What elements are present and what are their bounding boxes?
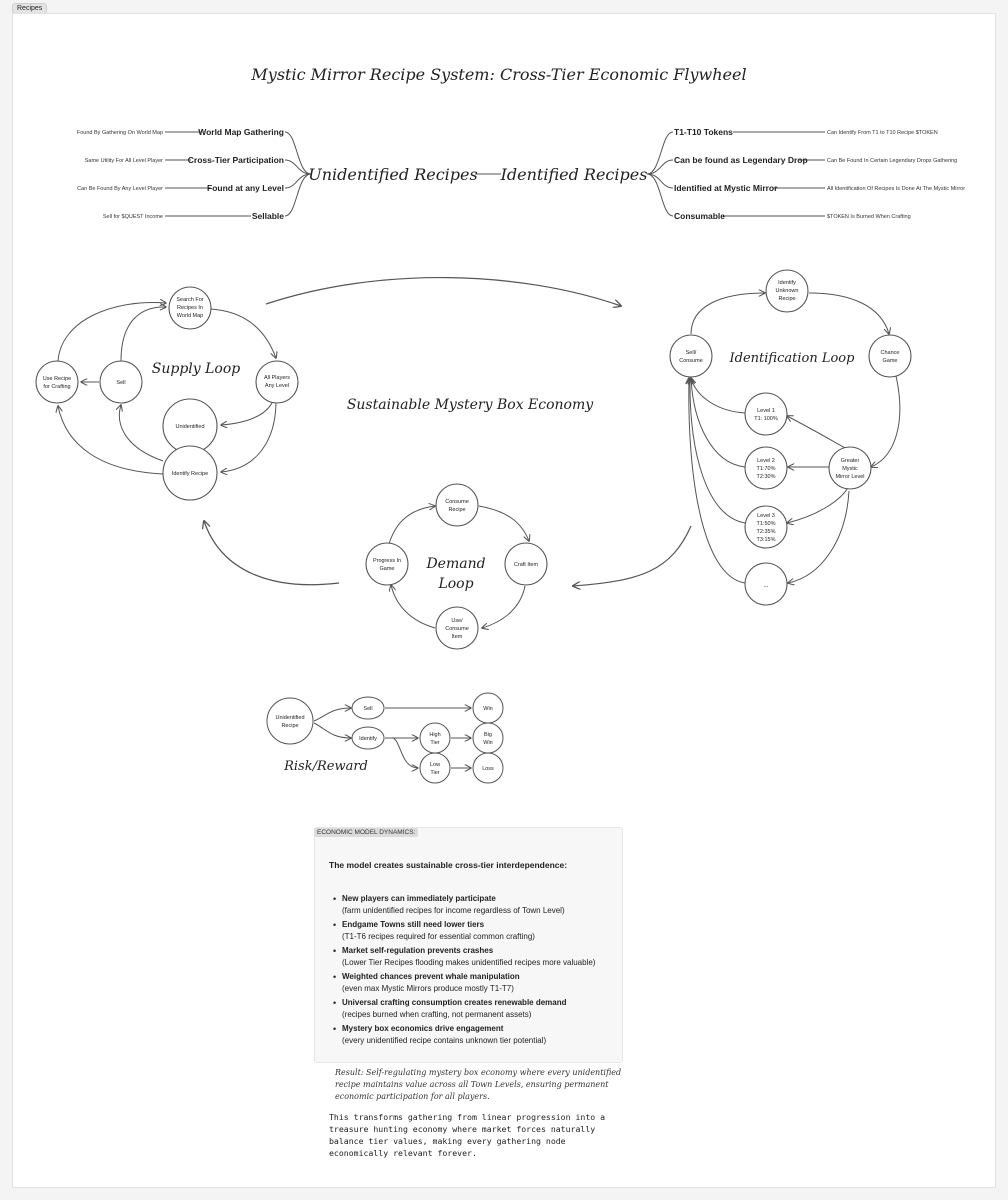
supply-unidentified-node: Unidentified	[175, 424, 204, 430]
list-item-heading: Market self-regulation prevents crashes	[342, 946, 494, 955]
identification-loop-label: Identification Loop	[729, 351, 856, 366]
center-economy-label: Sustainable Mystery Box Economy	[347, 397, 594, 413]
unidentified-recipes-label: Unidentified Recipes	[308, 165, 477, 184]
list-item: Universal crafting consumption creates r…	[333, 997, 623, 1023]
list-item: Mystery box economics drive engagement (e…	[333, 1023, 623, 1049]
economic-dynamics-list: New players can immediately participate (…	[333, 893, 623, 1049]
id-heading-0: T1-T10 Tokens	[674, 127, 733, 137]
list-item-heading: New players can immediately participate	[342, 894, 496, 903]
list-item-detail: (every unidentified recipe contains unkn…	[342, 1036, 547, 1045]
risk-sell-node: Sell	[363, 706, 372, 712]
result-note: Result: Self-regulating mystery box econ…	[335, 1068, 622, 1101]
unid-note-1: Same Utility For All Level Player	[85, 158, 163, 164]
list-item: Endgame Towns still need lower tiers (T1-…	[333, 919, 623, 945]
unid-heading-1: Cross-Tier Participation	[188, 155, 284, 165]
id-heading-1: Can be found as Legendary Drop	[674, 155, 808, 165]
demand-loop-label-word1: Demand	[425, 556, 485, 572]
supply-identify-node: Identify Recipe	[172, 471, 208, 477]
id-note-2: All Identification Of Recipes Is Done At…	[827, 186, 965, 192]
list-item-heading: Universal crafting consumption creates r…	[342, 998, 567, 1007]
unid-note-3: Sell for $QUEST Income	[103, 214, 163, 220]
risk-win-node: Win	[483, 706, 492, 712]
flywheel-diagram: Mystic Mirror Recipe System: Cross-Tier …	[35, 65, 965, 784]
unid-heading-3: Sellable	[252, 211, 284, 221]
unid-note-2: Can Be Found By Any Level Player	[77, 186, 163, 192]
list-item: New players can immediately participate (…	[333, 893, 623, 919]
economic-dynamics-tag: ECONOMIC MODEL DYNAMICS:	[314, 828, 419, 837]
supply-sell-node: Sell	[116, 380, 125, 386]
arrow-identification-to-demand	[573, 525, 692, 586]
identified-recipes-label: Identified Recipes	[500, 165, 648, 184]
unid-heading-2: Found at any Level	[207, 183, 284, 193]
arrow-supply-to-identification	[265, 277, 621, 306]
list-item-detail: (farm unidentified recipes for income re…	[342, 906, 565, 915]
arrow-demand-to-supply	[204, 521, 340, 586]
unid-heading-0: World Map Gathering	[198, 127, 284, 137]
list-item-detail: (Lower Tier Recipes flooding makes unide…	[342, 958, 596, 967]
risk-identify-node: Identify	[359, 736, 377, 742]
list-item-detail: (even max Mystic Mirrors produce mostly …	[342, 984, 514, 993]
economic-dynamics-intro: The model creates sustainable cross-tier…	[329, 860, 568, 870]
id-note-3: $TOKEN Is Burned When Crafting	[827, 214, 911, 220]
list-item-heading: Mystery box economics drive engagement	[342, 1024, 504, 1033]
list-item: Market self-regulation prevents crashes (…	[333, 945, 623, 971]
list-item-heading: Weighted chances prevent whale manipulat…	[342, 972, 520, 981]
id-note-1: Can Be Found In Certain Legendary Drops …	[827, 158, 957, 164]
list-item: Weighted chances prevent whale manipulat…	[333, 971, 623, 997]
unid-note-0: Found By Gathering On World Map	[77, 130, 163, 136]
id-heading-2: Identified at Mystic Mirror	[674, 183, 778, 193]
closing-paragraph: This transforms gathering from linear pr…	[329, 1112, 610, 1158]
demand-loop-label-word2: Loop	[437, 576, 473, 592]
list-item-detail: (T1-T6 recipes required for essential co…	[342, 932, 535, 941]
diagram-title: Mystic Mirror Recipe System: Cross-Tier …	[250, 65, 746, 84]
recipe-mindmap	[165, 131, 825, 217]
list-item-detail: (recipes burned when crafting, not perma…	[342, 1010, 532, 1019]
demand-craft-node: Craft Item	[514, 562, 539, 568]
risk-loss-node: Loss	[482, 766, 494, 772]
supply-loop-label: Supply Loop	[152, 361, 241, 377]
id-note-0: Can Identify From T1 to T10 Recipe $TOKE…	[827, 130, 938, 136]
ident-sell-node: Sell/Consume	[679, 350, 703, 364]
ident-more-node: ...	[763, 583, 768, 589]
risk-reward-label: Risk/Reward	[283, 759, 368, 774]
id-heading-3: Consumable	[674, 211, 725, 221]
list-item-heading: Endgame Towns still need lower tiers	[342, 920, 485, 929]
